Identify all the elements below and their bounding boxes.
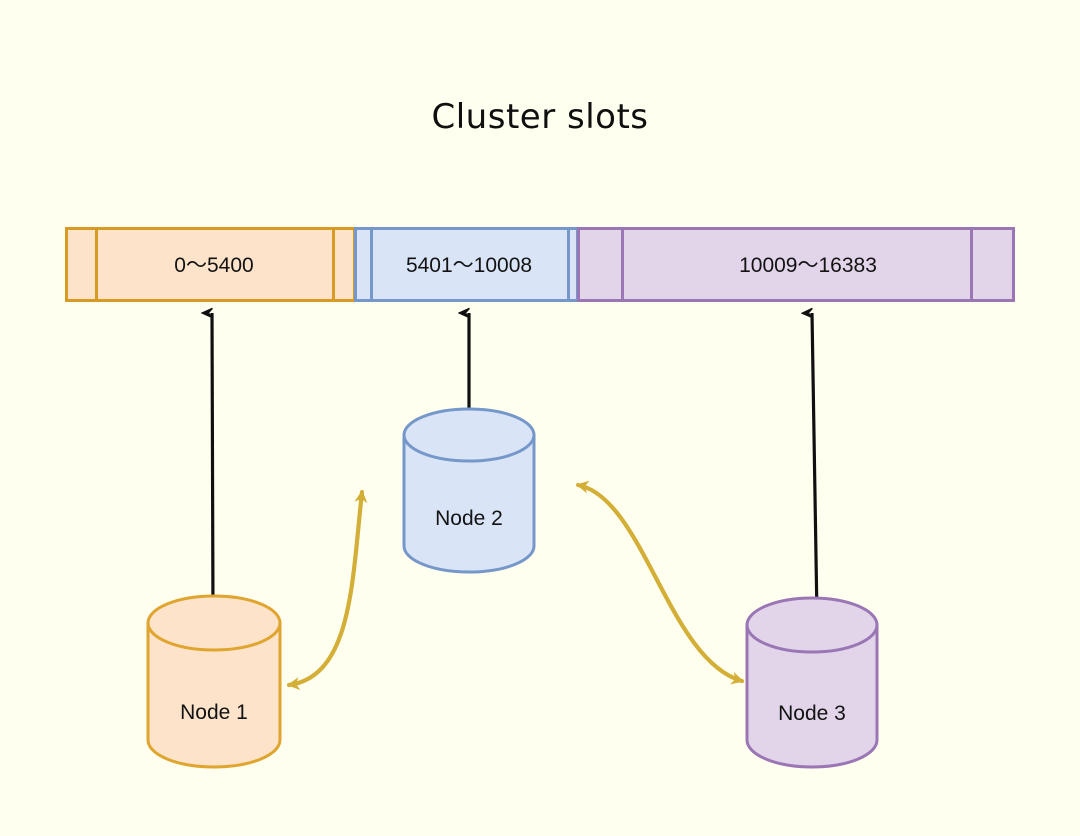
node-2-top xyxy=(402,407,536,463)
slot-segment-node2-body xyxy=(354,227,579,302)
slot-segment-node1-body xyxy=(65,227,356,302)
arrow-node3-to-slots xyxy=(812,313,819,618)
node-2-body xyxy=(402,433,536,574)
slot-segment-node1[interactable]: 0～5400 xyxy=(65,227,356,302)
node-3[interactable]: Node 3 xyxy=(745,596,879,769)
slot-segment-node3-body xyxy=(577,227,1015,302)
slot-segment-node3[interactable]: 10009～16383 xyxy=(577,227,1015,302)
node-1-body xyxy=(146,621,282,769)
page-title: Cluster slots xyxy=(432,97,649,137)
slot-segment-node2[interactable]: 5401～10008 xyxy=(354,227,579,302)
node-3-label: Node 3 xyxy=(778,702,846,725)
link-node2-node3 xyxy=(575,480,745,685)
node-3-top xyxy=(745,596,879,654)
node-1-label: Node 1 xyxy=(180,701,248,724)
node-2-label: Node 2 xyxy=(435,507,503,530)
node-3-body xyxy=(745,623,879,769)
arrow-node1-to-slots xyxy=(212,313,215,616)
link-node1-node2 xyxy=(286,489,368,690)
node-1[interactable]: Node 1 xyxy=(146,594,282,769)
slot-segment-node1-label: 0～5400 xyxy=(174,254,253,277)
slot-segment-node2-label: 5401～10008 xyxy=(406,254,532,277)
slot-segment-node3-label: 10009～16383 xyxy=(739,254,877,277)
node-1-top xyxy=(146,594,282,652)
node-2[interactable]: Node 2 xyxy=(402,407,536,574)
